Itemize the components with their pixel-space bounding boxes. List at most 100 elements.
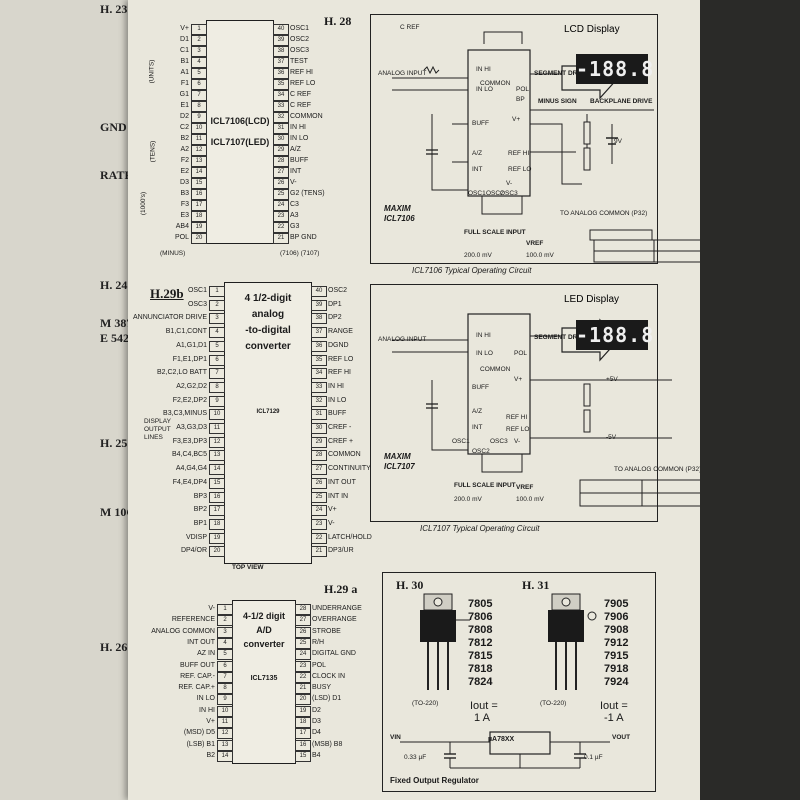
pin-number: 34 — [273, 90, 289, 101]
left-page-label: M 387 — [100, 316, 133, 330]
left-page-label: M 10C — [100, 505, 135, 519]
pin-label-right: C3 — [290, 201, 299, 208]
pin-label-left: B1 — [180, 58, 189, 65]
pin-label-right: B4 — [312, 751, 321, 759]
h30-iout-val: 1 A — [474, 712, 490, 724]
lcd-brand: MAXIM — [384, 204, 411, 213]
pin-label-right: IN HI — [290, 124, 306, 131]
pin-label-right: POL — [312, 661, 327, 669]
pin-label-right: REF LO — [290, 80, 316, 87]
regulator-caption: Fixed Output Regulator — [390, 776, 479, 785]
pin-number: 27 — [273, 167, 289, 178]
pin-label-right: DP2 — [328, 314, 342, 322]
icl7129-line1: 4 1/2-digit — [244, 293, 292, 304]
pin-label-left: V- — [208, 605, 215, 612]
pin-number: 34 — [311, 368, 327, 380]
regulator-part-number: 7815 — [468, 650, 493, 662]
lcd-pin-vminus: V- — [506, 180, 513, 187]
pin-label-right: A3 — [290, 212, 299, 219]
pin-label-left: D3 — [180, 179, 189, 186]
pin-label-right: STROBE — [312, 627, 341, 635]
regulator-cin: 0.33 µF — [404, 754, 427, 761]
led-row-input: 200.0 mV — [454, 496, 482, 503]
pin-number: 13 — [217, 739, 233, 751]
pin-label-right: REF LO — [328, 355, 354, 363]
icl7135-line3: converter — [243, 639, 285, 649]
led-plus5: +5V — [606, 376, 618, 383]
lcd-pin-vplus: V+ — [512, 116, 521, 123]
pin-number: 38 — [273, 46, 289, 57]
pin-number: 28 — [273, 156, 289, 167]
pin-number: 40 — [273, 24, 289, 35]
led-caption: ICL7107 Typical Operating Circuit — [420, 524, 540, 533]
left-page-label: H. 23 — [100, 2, 128, 16]
pin-label-left: B1,C1,CONT — [165, 328, 207, 336]
pin-label-left: A3,G3,D3 — [176, 424, 207, 431]
led-to-common: TO ANALOG COMMON (P32) — [614, 466, 702, 473]
regulator-part-number: 7924 — [604, 676, 629, 688]
pin-number: 16 — [295, 739, 311, 751]
pin-number: 19 — [191, 222, 207, 233]
chip-label-7106: ICL7106(LCD) — [210, 116, 270, 126]
pin-number: 12 — [217, 728, 233, 740]
pin-number: 12 — [191, 145, 207, 156]
icl7135-line2: A/D — [256, 625, 272, 635]
pin-number: 4 — [191, 57, 207, 68]
group-7106-7107: (7106) (7107) — [280, 250, 320, 257]
fixed-regulator-schematic — [400, 731, 610, 769]
lcd-pin-buff: BUFF — [472, 120, 489, 127]
lcd-pin-pol: POL — [516, 86, 530, 93]
lcd-pin-common: COMMON — [480, 80, 511, 87]
pin-label-left: IN LO — [196, 695, 215, 703]
left-page-label: RATE) — [100, 168, 137, 182]
pin-number: 26 — [295, 626, 311, 638]
pin-label-left: REF. CAP.- — [180, 672, 215, 680]
led-pin-osc2: OSC2 — [472, 448, 490, 455]
pin-number: 15 — [191, 178, 207, 189]
pin-number: 21 — [273, 233, 289, 244]
led-pin-az: A/Z — [472, 408, 483, 415]
left-page-label: E 542 — [100, 331, 130, 345]
lcd-analog-input: ANALOG INPUT — [378, 70, 427, 77]
pin-number: 14 — [191, 167, 207, 178]
pin-label-left: OSC3 — [187, 300, 207, 308]
pin-number: 18 — [209, 518, 225, 530]
pin-number: 21 — [295, 683, 311, 695]
pin-label-right: V- — [328, 519, 335, 527]
pin-number: 16 — [209, 491, 225, 503]
lcd-pin-refhi: REF HI — [508, 150, 530, 157]
pin-number: 17 — [191, 200, 207, 211]
pin-label-right: IN LO — [290, 135, 309, 142]
pin-label-right: (MSB) B8 — [312, 740, 343, 748]
pin-label-left: D2 — [180, 113, 189, 120]
pin-label-left: E1 — [180, 102, 189, 109]
pin-number: 27 — [311, 464, 327, 476]
regulator-part-number: 7812 — [468, 637, 493, 649]
regulator-part-number: 7808 — [468, 624, 493, 636]
h30-pkg: (TO-220) — [412, 700, 439, 707]
pin-number: 11 — [191, 134, 207, 145]
pin-label-right: REF HI — [290, 69, 313, 76]
pin-number: 38 — [311, 313, 327, 325]
pin-number: 32 — [311, 395, 327, 407]
pin-number: 19 — [295, 705, 311, 717]
pin-number: 36 — [273, 68, 289, 79]
pin-label-left: ANNUNCIATOR DRIVE — [132, 314, 207, 322]
regulator-part-number: 7805 — [468, 598, 493, 610]
pin-label-left: F3 — [180, 201, 189, 208]
pin-label-left: B4,C4,BC5 — [171, 451, 207, 459]
pin-number: 13 — [191, 156, 207, 167]
pin-number: 15 — [209, 477, 225, 489]
pin-label-left: A1 — [180, 69, 189, 76]
led-pin-reflo: REF LO — [506, 426, 530, 433]
lcd-chip: ICL7106 — [384, 214, 415, 223]
regulator-part-number: 7908 — [604, 624, 629, 636]
regulator-part-number: 7912 — [604, 637, 629, 649]
pin-label-right: COMMON — [290, 113, 323, 120]
pin-number: 6 — [217, 660, 233, 672]
pin-label-left: F2,E2,DP2 — [172, 396, 207, 404]
led-pin-inlo: IN LO — [476, 350, 493, 357]
pin-label-right: G2 (TENS) — [290, 190, 325, 197]
led-pin-pol: POL — [514, 350, 528, 357]
